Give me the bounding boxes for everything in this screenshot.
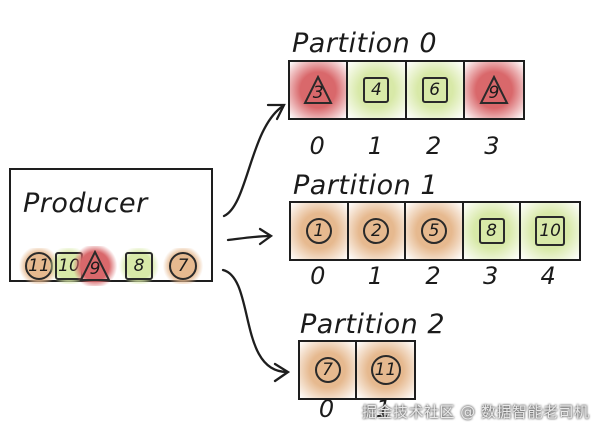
partition-2-cell: 7 bbox=[300, 342, 357, 398]
message-triangle-icon: 9 bbox=[79, 250, 111, 282]
partition-2-offset: 1 bbox=[375, 395, 392, 423]
producer-label: Producer bbox=[23, 188, 148, 219]
partition-2-box: 7 11 bbox=[298, 340, 416, 400]
partition-1-offset: 0 bbox=[310, 262, 326, 290]
message-circle-icon: 11 bbox=[370, 355, 401, 385]
message-number: 1 bbox=[313, 221, 325, 241]
partition-1-cell: 5 bbox=[406, 203, 464, 259]
partition-0-title: Partition 0 bbox=[292, 28, 437, 59]
partition-0-box: 3 4 6 9 bbox=[288, 60, 525, 120]
message-circle-icon: 2 bbox=[363, 218, 390, 244]
message-circle-icon: 7 bbox=[314, 357, 341, 383]
partition-2-offset: 0 bbox=[318, 395, 335, 423]
partition-0-cell: 4 bbox=[348, 62, 407, 118]
arrow-to-partition-0 bbox=[222, 104, 285, 218]
watermark: 掘金技术社区 @ 数据智能老司机 bbox=[362, 403, 590, 421]
partition-1-cell: 10 bbox=[521, 203, 579, 259]
arrow-to-partition-1 bbox=[226, 234, 272, 242]
partition-1-cell: 1 bbox=[291, 203, 349, 259]
partition-0-offset: 3 bbox=[484, 132, 500, 160]
message-number: 4 bbox=[370, 80, 382, 100]
message-number: 8 bbox=[486, 221, 497, 241]
message-number: 6 bbox=[429, 80, 441, 100]
partition-0-cell: 3 bbox=[290, 62, 349, 118]
message-circle-icon: 5 bbox=[420, 218, 447, 244]
producer-message: 7 bbox=[163, 248, 203, 284]
message-number: 7 bbox=[322, 360, 333, 380]
message-square-icon: 6 bbox=[421, 77, 448, 103]
arrow-to-partition-2 bbox=[221, 268, 289, 374]
partition-0-offset: 2 bbox=[425, 132, 442, 160]
message-number: 3 bbox=[312, 83, 324, 103]
partition-1-offset: 2 bbox=[425, 262, 441, 290]
partition-1-offset: 3 bbox=[482, 262, 499, 290]
message-number: 7 bbox=[177, 256, 189, 276]
producer-message: 8 bbox=[119, 248, 159, 284]
message-number: 2 bbox=[370, 221, 382, 241]
message-number: 5 bbox=[428, 221, 440, 241]
message-number: 11 bbox=[28, 256, 50, 276]
arrow-to-partition-2-head bbox=[273, 362, 291, 383]
message-circle-icon: 7 bbox=[169, 252, 197, 280]
producer-message: 9 bbox=[73, 246, 117, 286]
partition-1-cell: 8 bbox=[463, 203, 522, 259]
partition-0-offset: 1 bbox=[367, 132, 384, 160]
message-circle-icon: 1 bbox=[305, 218, 332, 244]
message-square-icon: 4 bbox=[363, 77, 390, 103]
message-square-icon: 10 bbox=[535, 216, 566, 246]
partition-2-cell: 11 bbox=[357, 342, 414, 398]
partition-1-box: 1 2 5 8 10 bbox=[289, 201, 581, 261]
message-number: 8 bbox=[133, 256, 145, 276]
message-triangle-icon: 3 bbox=[303, 75, 333, 105]
message-square-icon: 8 bbox=[125, 252, 153, 280]
message-number: 9 bbox=[89, 259, 101, 279]
message-number: 11 bbox=[374, 360, 397, 380]
partition-1-offset: 4 bbox=[540, 262, 556, 290]
message-square-icon: 8 bbox=[478, 218, 505, 244]
partition-2-title: Partition 2 bbox=[300, 309, 445, 340]
partition-1-title: Partition 1 bbox=[293, 170, 438, 201]
arrow-to-partition-1-head bbox=[258, 227, 274, 246]
partition-1-offset: 1 bbox=[367, 262, 384, 290]
partition-0-cell: 9 bbox=[464, 62, 523, 118]
partition-0-offset: 0 bbox=[309, 132, 325, 160]
arrow-to-partition-0-head bbox=[266, 103, 286, 121]
partition-1-cell: 2 bbox=[348, 203, 407, 259]
message-number: 10 bbox=[539, 221, 561, 241]
message-triangle-icon: 9 bbox=[479, 75, 509, 105]
message-number: 9 bbox=[488, 83, 500, 103]
partition-0-cell: 6 bbox=[406, 62, 465, 118]
